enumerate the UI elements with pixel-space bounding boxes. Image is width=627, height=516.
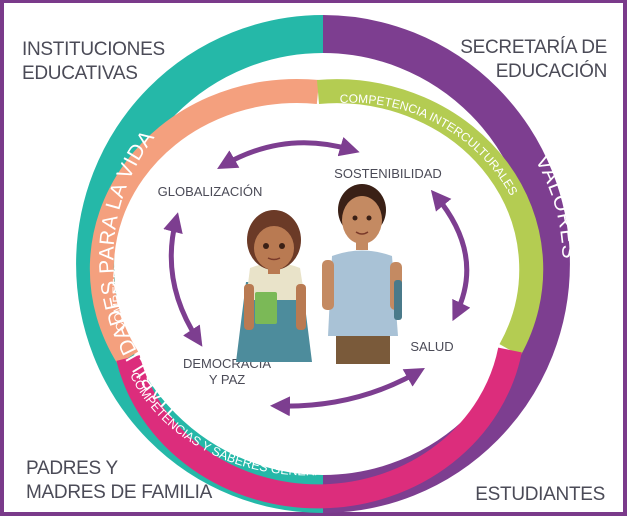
concept-salud: SALUD [410, 339, 453, 354]
label-estudiantes: ESTUDIANTES [475, 484, 605, 505]
inner-ring-bottom-arc [116, 347, 522, 509]
concept-y-paz: Y PAZ [209, 372, 245, 387]
label-secretaria-de-educacion: SECRETARÍA DE EDUCACIÓN [460, 37, 607, 82]
inner-ring-top-right-arc [316, 79, 544, 356]
girl-illustration [236, 210, 312, 362]
label-instituciones-educativas: INSTITUCIONES EDUCATIVAS [22, 39, 165, 84]
concept-sostenibilidad: SOSTENIBILIDAD [334, 166, 442, 181]
inner-ring-top-left-arc [89, 78, 320, 365]
label-padres-y-madres: PADRES Y MADRES DE FAMILIA [26, 458, 212, 503]
arrow-globalizacion-democracia [163, 212, 203, 347]
boy-illustration [322, 184, 402, 364]
arrow-globalizacion-sostenibilidad [217, 136, 360, 169]
arrow-democracia-salud [270, 368, 425, 417]
concept-globalizacion: GLOBALIZACIÓN [158, 184, 263, 199]
arrow-sostenibilidad-salud [430, 189, 471, 322]
